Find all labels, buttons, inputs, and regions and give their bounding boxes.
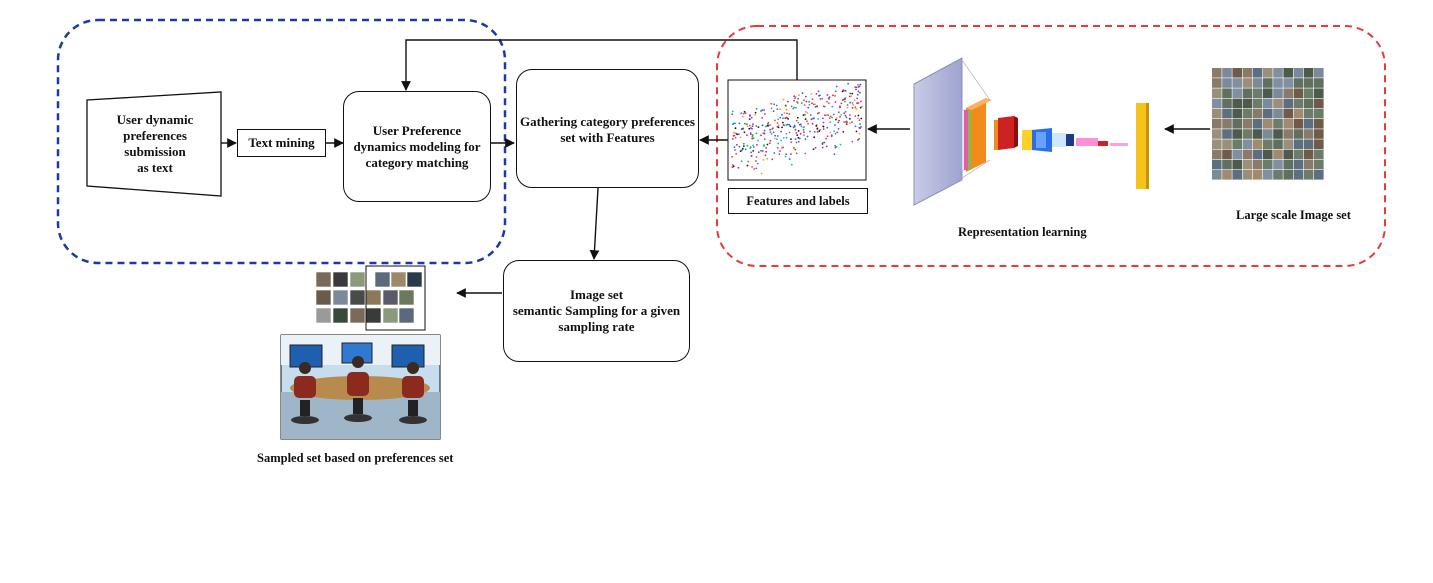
user-submission-shape: [86, 91, 222, 197]
semantic-sampling-node: Image set semantic Sampling for a given …: [503, 260, 690, 362]
sampled-set-label: Sampled set based on preferences set: [257, 451, 454, 465]
arrow-feedback-loop: [401, 39, 798, 91]
thumbnail-highlight-frame: [365, 265, 426, 331]
features-scatter-frame: [727, 79, 867, 181]
diagram-canvas: [56, 18, 1386, 440]
red-group-outline: [716, 25, 1386, 267]
representation-learning-label: Representation learning: [958, 225, 1087, 239]
user-submission-node: User dynamic preferences submission as t…: [116, 112, 194, 175]
preference-modeling-node: User Preference dynamics modeling for ca…: [343, 91, 491, 202]
features-scatter-plot: [731, 82, 863, 175]
sampled-thumbnail-grid: [315, 271, 423, 324]
features-labels-node: Features and labels: [728, 188, 868, 214]
large-image-set-mosaic: [1212, 68, 1324, 180]
large-scale-image-set-label: Large scale Image set: [1236, 208, 1351, 222]
gathering-node: Gathering category preferences set with …: [516, 69, 699, 188]
arrow-gathering-to-sampling: [589, 187, 600, 260]
office-illustration: [280, 334, 441, 440]
blue-group-outline: [56, 18, 507, 265]
text-mining-node: Text mining: [237, 129, 326, 157]
cnn-network-graphic: [913, 57, 1149, 206]
